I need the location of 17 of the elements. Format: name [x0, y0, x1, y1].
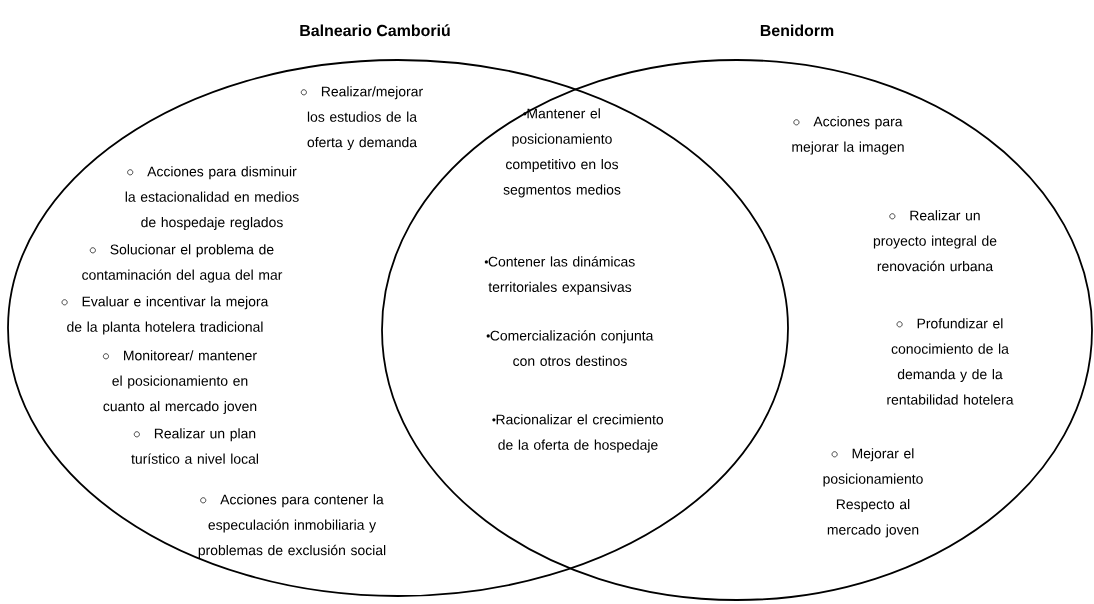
- list-item: Mejorar el posicionamiento Respecto al mercado joven: [823, 448, 923, 538]
- list-item: Racionalizar el crecimiento de la oferta de hospedaje: [492, 414, 664, 453]
- list-item: Acciones para mejorar la imagen: [792, 116, 904, 155]
- node-label: Balneario Camboriú: [300, 24, 450, 37]
- list-item: Realizar/mejorar los estudios de la oferta y demanda: [300, 86, 423, 150]
- list-item: Solucionar el problema de contaminación del agua del mar: [82, 244, 283, 283]
- list-item: Acciones para contener la especulación inmobiliaria y problemas de exclusión social: [198, 494, 386, 558]
- node-label: Benidorm: [760, 24, 834, 37]
- list-item: Evaluar e incentivar la mejora de la planta hotelera tradicional: [61, 296, 269, 335]
- list-item: Realizar un plan turístico a nivel local: [131, 428, 258, 464]
- list-item: Profundizar el conocimiento de la demanda y de la rentabilidad hotelera: [887, 318, 1014, 405]
- list-item: Comercialización conjunta con otros destinos: [486, 330, 654, 366]
- list-item: Mantener el posicionamiento competitivo en los segmentos medios: [503, 108, 621, 198]
- list-item: Acciones para disminuir la estacionalidad en medios de hospedaje reglados: [125, 166, 299, 230]
- list-item: Realizar un proyecto integral de renovación urbana: [873, 210, 997, 272]
- list-item: Monitorear/ mantener el posicionamiento en cuanto al mercado joven: [103, 350, 257, 414]
- list-item: Contener las dinámicas territoriales expansivas: [484, 256, 635, 295]
